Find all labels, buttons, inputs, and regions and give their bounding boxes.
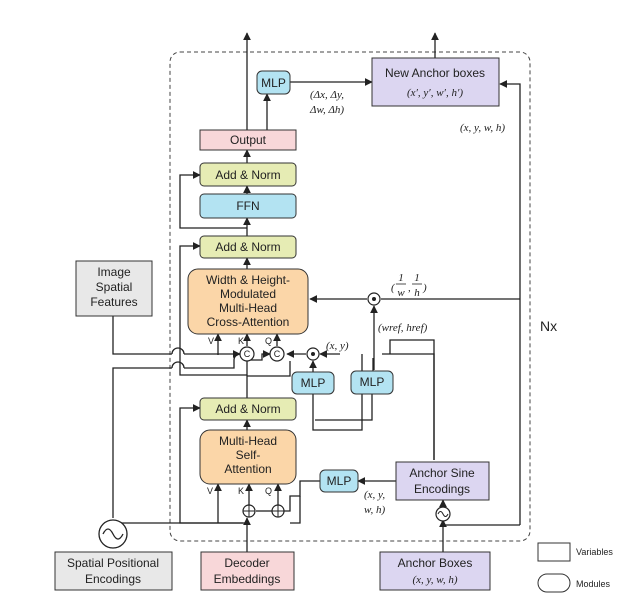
svg-text:Add & Norm: Add & Norm [215, 240, 280, 254]
svg-text:Embeddings: Embeddings [214, 572, 281, 586]
xy-label: (x, y) [326, 340, 349, 352]
svg-text:Output: Output [230, 133, 267, 147]
svg-text:MLP: MLP [261, 76, 286, 90]
concat-node-q: C [269, 346, 285, 362]
svg-text:,: , [408, 282, 411, 294]
svg-text:Self-: Self- [236, 448, 261, 462]
new-anchor-boxes: New Anchor boxes (x′, y′, w′, h′) [371, 57, 500, 107]
svg-text:Decoder: Decoder [224, 556, 269, 570]
svg-text:Multi-Head: Multi-Head [219, 434, 277, 448]
svg-text:Spatial Positional: Spatial Positional [67, 556, 159, 570]
mlp-top: MLP [256, 70, 291, 95]
mlp-low: MLP [319, 469, 359, 493]
self-attention-box: Multi-Head Self- Attention [199, 429, 297, 485]
svg-text:Encodings: Encodings [85, 572, 141, 586]
svg-text:Modules: Modules [576, 579, 611, 589]
legend-variables: Variables [537, 542, 613, 562]
svg-text:Anchor Boxes: Anchor Boxes [398, 556, 473, 570]
spatial-positional-encodings: Spatial Positional Encodings [54, 551, 173, 591]
product-node-xy [306, 347, 320, 361]
add-norm-mid: Add & Norm [199, 235, 297, 259]
svg-text:New Anchor boxes: New Anchor boxes [385, 66, 485, 80]
xywh-small-1: (x, y, [364, 489, 385, 501]
q-label-self: Q [265, 486, 272, 496]
add-norm-top: Add & Norm [199, 162, 297, 187]
legend-modules: Modules [537, 573, 611, 593]
v-label-cross: V [208, 336, 214, 346]
anchor-boxes: Anchor Boxes (x, y, w, h) [379, 551, 491, 591]
svg-text:MLP: MLP [327, 474, 352, 488]
nx-layer-frame [169, 51, 531, 542]
svg-text:(: ( [391, 282, 396, 294]
svg-text:Multi-Head: Multi-Head [219, 301, 277, 315]
delta-label-2: Δw, Δh) [309, 104, 344, 116]
add-norm-low: Add & Norm [199, 397, 297, 421]
delta-label-1: (Δx, Δy, [310, 89, 344, 101]
sine-icon-positional [98, 519, 128, 549]
v-label-self: V [207, 486, 213, 496]
nx-label: Nx [540, 318, 557, 334]
svg-text:C: C [274, 349, 281, 359]
svg-text:Encodings: Encodings [414, 482, 470, 496]
svg-text:1: 1 [414, 272, 420, 284]
svg-text:Variables: Variables [576, 547, 613, 557]
image-spatial-features: Image Spatial Features [75, 260, 153, 317]
wref-href-label: (wref, href) [378, 322, 428, 334]
q-label-cross: Q [265, 336, 272, 346]
xywh-right-label: (x, y, w, h) [460, 122, 505, 134]
svg-text:Anchor Sine: Anchor Sine [409, 466, 475, 480]
sine-icon-anchor [435, 506, 451, 522]
svg-text:C: C [244, 349, 251, 359]
svg-text:MLP: MLP [301, 376, 326, 390]
product-node-wh [367, 292, 381, 306]
svg-text:Attention: Attention [224, 462, 271, 476]
inverse-wh-label: (x, y) ( 1 w , 1 h ) [391, 272, 427, 299]
svg-text:FFN: FFN [236, 199, 259, 213]
svg-text:MLP: MLP [360, 375, 385, 389]
svg-text:(x, y, w, h): (x, y, w, h) [412, 574, 457, 586]
xywh-small-2: w, h) [364, 504, 386, 516]
svg-text:Width & Height-: Width & Height- [206, 273, 290, 287]
svg-text:(x′, y′, w′, h′): (x′, y′, w′, h′) [407, 87, 463, 99]
svg-text:w: w [397, 287, 405, 299]
svg-text:Add & Norm: Add & Norm [215, 402, 280, 416]
ffn-box: FFN [199, 193, 297, 219]
svg-text:Add & Norm: Add & Norm [215, 168, 280, 182]
svg-text:Modulated: Modulated [220, 287, 276, 301]
output-box: Output [199, 129, 297, 151]
k-label-self: K [238, 486, 244, 496]
k-label-cross: K [238, 336, 244, 346]
decoder-embeddings: Decoder Embeddings [200, 551, 295, 591]
svg-text:1: 1 [398, 272, 404, 284]
mlp-left: MLP [291, 371, 335, 395]
cross-attention-box: Width & Height- Modulated Multi-Head Cro… [187, 268, 309, 335]
svg-text:Spatial: Spatial [96, 280, 133, 294]
plus-node-q [271, 504, 285, 518]
svg-text:h: h [414, 287, 420, 299]
anchor-sine-encodings: Anchor Sine Encodings [395, 461, 490, 501]
svg-text:Image: Image [97, 265, 131, 279]
svg-text:): ) [422, 282, 427, 294]
concat-node-k: C [239, 346, 255, 362]
mlp-right: MLP [350, 370, 394, 395]
plus-node-k [242, 504, 256, 518]
svg-text:Cross-Attention: Cross-Attention [207, 315, 290, 329]
svg-text:Features: Features [90, 295, 137, 309]
